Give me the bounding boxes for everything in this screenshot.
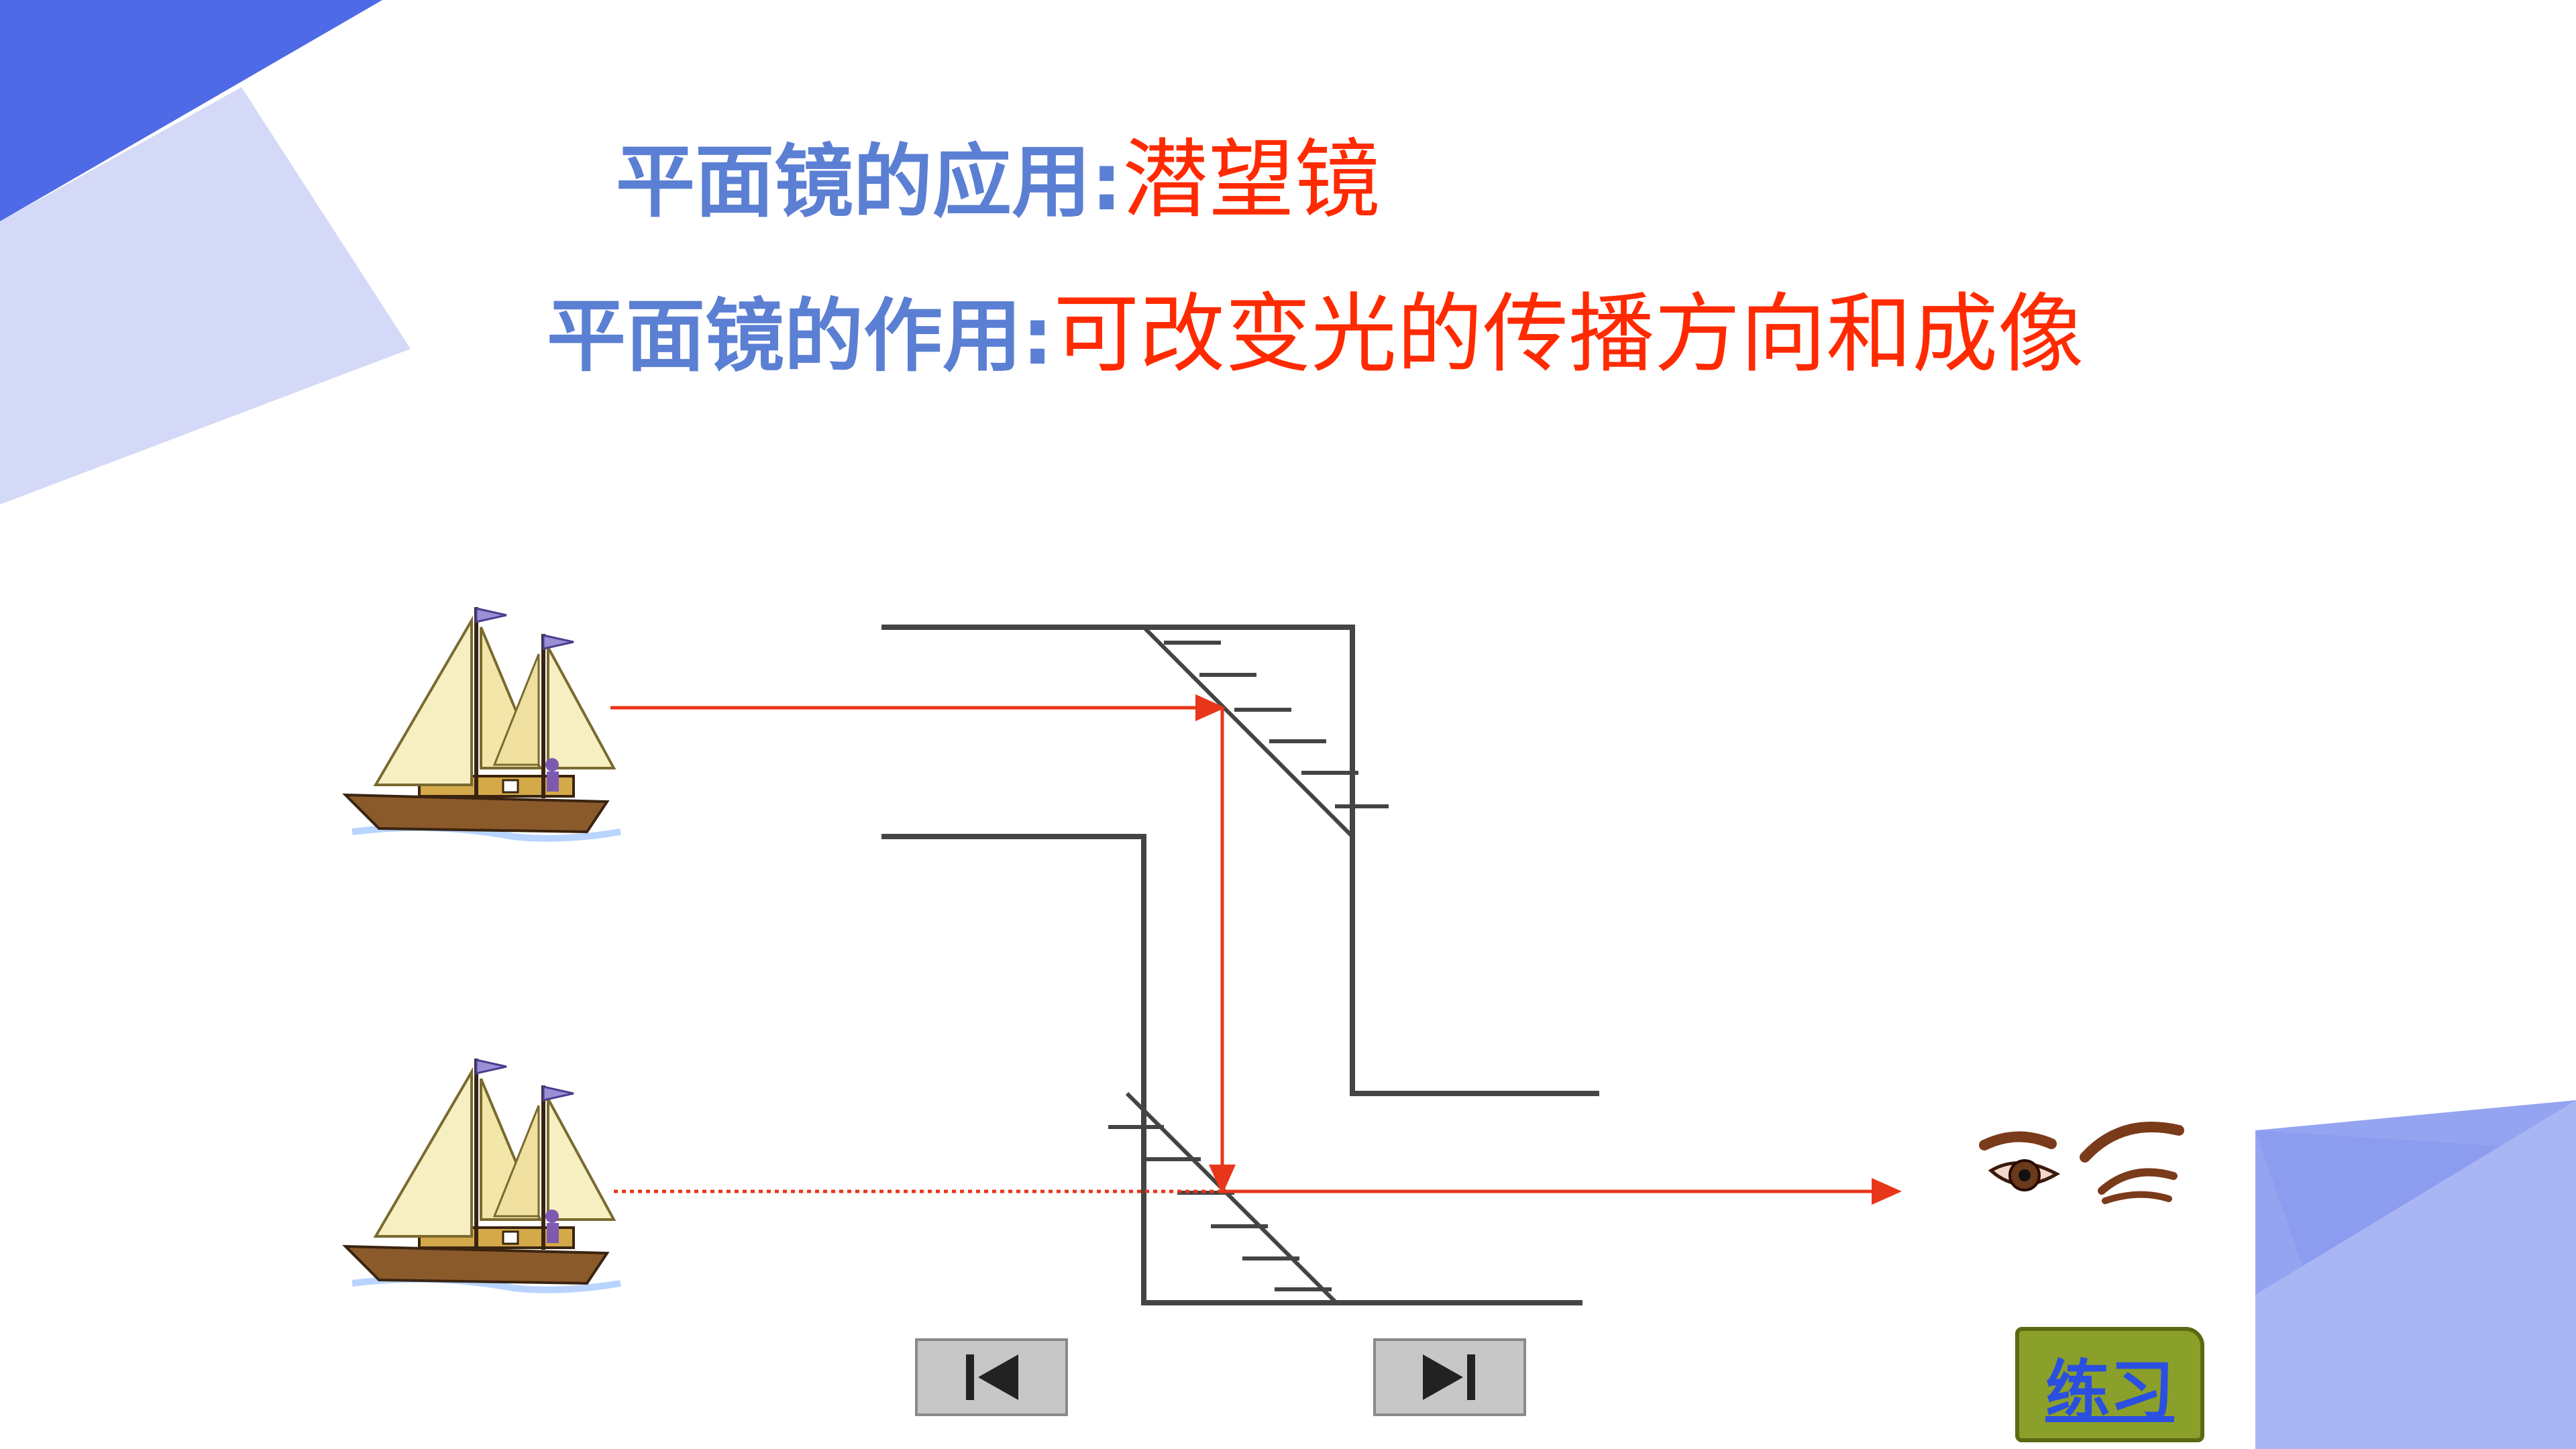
light-ray bbox=[610, 694, 1902, 1205]
practice-button[interactable]: 练习 bbox=[2015, 1327, 2204, 1442]
periscope-tube bbox=[881, 625, 1599, 1305]
sailboat-icon bbox=[345, 607, 621, 839]
eyes-icon bbox=[1979, 1122, 2184, 1204]
sailboat-image-icon bbox=[345, 1059, 621, 1290]
application-label: 平面镜的应用: bbox=[616, 136, 1123, 228]
next-slide-button[interactable] bbox=[1373, 1338, 1526, 1416]
function-value: 可改变光的传播方向和成像 bbox=[1053, 284, 2084, 384]
title-application-line: 平面镜的应用:潜望镜 bbox=[616, 138, 1380, 223]
practice-label: 练习 bbox=[2045, 1352, 2174, 1428]
title-function-line: 平面镜的作用:可改变光的传播方向和成像 bbox=[547, 292, 2084, 378]
function-label: 平面镜的作用: bbox=[547, 290, 1054, 382]
skip-forward-icon bbox=[1423, 1354, 1475, 1400]
top-mirror bbox=[1142, 625, 1389, 839]
application-value: 潜望镜 bbox=[1122, 130, 1381, 230]
previous-slide-button[interactable] bbox=[915, 1338, 1068, 1416]
skip-back-icon bbox=[966, 1354, 1018, 1400]
